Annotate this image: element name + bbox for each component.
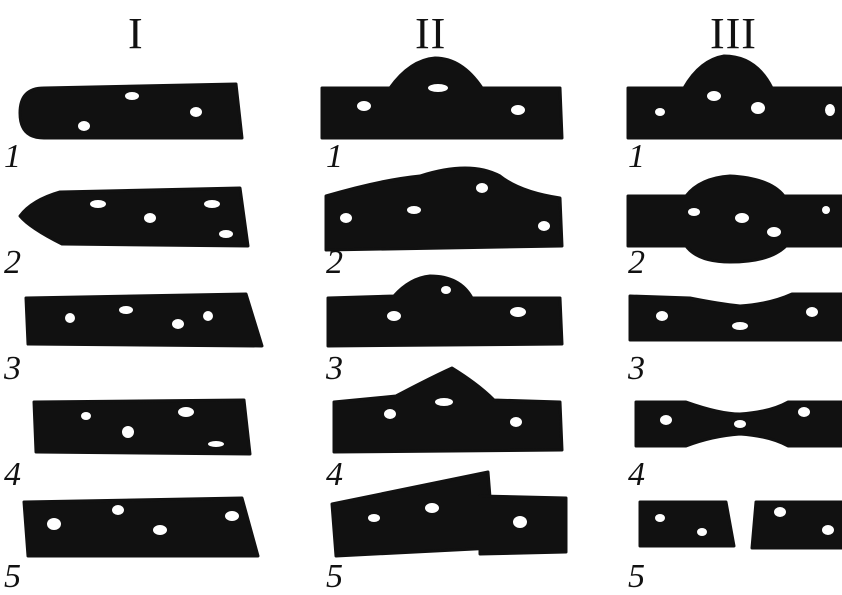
spot	[81, 412, 91, 420]
spot	[204, 200, 220, 208]
spot	[368, 514, 380, 522]
spot	[510, 417, 522, 427]
spot	[225, 511, 239, 521]
spot	[122, 426, 134, 438]
spot	[203, 311, 213, 321]
spot	[125, 92, 139, 100]
spot	[510, 307, 526, 317]
spot	[656, 311, 668, 321]
spot	[119, 306, 133, 314]
row-number-I-2: 2	[4, 246, 21, 280]
row-number-III-4: 4	[628, 458, 645, 492]
spot	[751, 102, 765, 114]
spot	[822, 525, 834, 535]
spot	[435, 398, 453, 406]
row-number-II-1: 1	[326, 140, 343, 174]
spot	[806, 307, 818, 317]
spot	[190, 107, 202, 117]
spot	[774, 507, 786, 517]
spot	[65, 313, 75, 323]
shape-II-4	[334, 368, 562, 452]
spot	[767, 227, 781, 237]
row-number-III-5: 5	[628, 560, 645, 594]
spot	[144, 213, 156, 223]
row-number-II-3: 3	[326, 352, 343, 386]
spot	[219, 230, 233, 238]
spot	[538, 221, 550, 231]
spot	[798, 407, 810, 417]
row-number-II-2: 2	[326, 246, 343, 280]
spot	[428, 84, 448, 92]
spot	[660, 415, 672, 425]
spot	[655, 514, 665, 522]
spot	[387, 311, 401, 321]
shape-III-5-right	[752, 502, 842, 548]
spot	[384, 409, 396, 419]
row-number-III-3: 3	[628, 352, 645, 386]
row-number-I-1: 1	[4, 140, 21, 174]
spot	[734, 420, 746, 428]
spot	[357, 101, 371, 111]
spot	[340, 213, 352, 223]
spot	[822, 206, 830, 214]
spot	[425, 503, 439, 513]
spot	[697, 528, 707, 536]
spot	[476, 183, 488, 193]
spot	[153, 525, 167, 535]
spot	[513, 516, 527, 528]
spot	[655, 108, 665, 116]
row-number-I-5: 5	[4, 560, 21, 594]
spot	[825, 104, 835, 116]
row-number-I-3: 3	[4, 352, 21, 386]
shape-II-1	[322, 58, 562, 138]
spot	[78, 121, 90, 131]
spot	[178, 407, 194, 417]
spot	[707, 91, 721, 101]
shape-III-1	[628, 56, 842, 138]
shape-II-5-left	[332, 472, 494, 556]
shape-III-5-left	[640, 502, 734, 546]
row-number-II-4: 4	[326, 458, 343, 492]
spot	[208, 441, 224, 447]
row-number-II-5: 5	[326, 560, 343, 594]
spot	[90, 200, 106, 208]
spot	[735, 213, 749, 223]
spot	[407, 206, 421, 214]
shape-II-2	[326, 168, 562, 250]
spot	[441, 286, 451, 294]
spot	[112, 505, 124, 515]
spot	[688, 208, 700, 216]
shape-I-2	[20, 188, 248, 246]
spot	[172, 319, 184, 329]
row-number-III-1: 1	[628, 140, 645, 174]
spot	[732, 322, 748, 330]
row-number-I-4: 4	[4, 458, 21, 492]
shape-I-3	[26, 294, 262, 346]
spot	[47, 518, 61, 530]
shape-III-2	[628, 176, 842, 262]
spot	[511, 105, 525, 115]
row-number-III-2: 2	[628, 246, 645, 280]
